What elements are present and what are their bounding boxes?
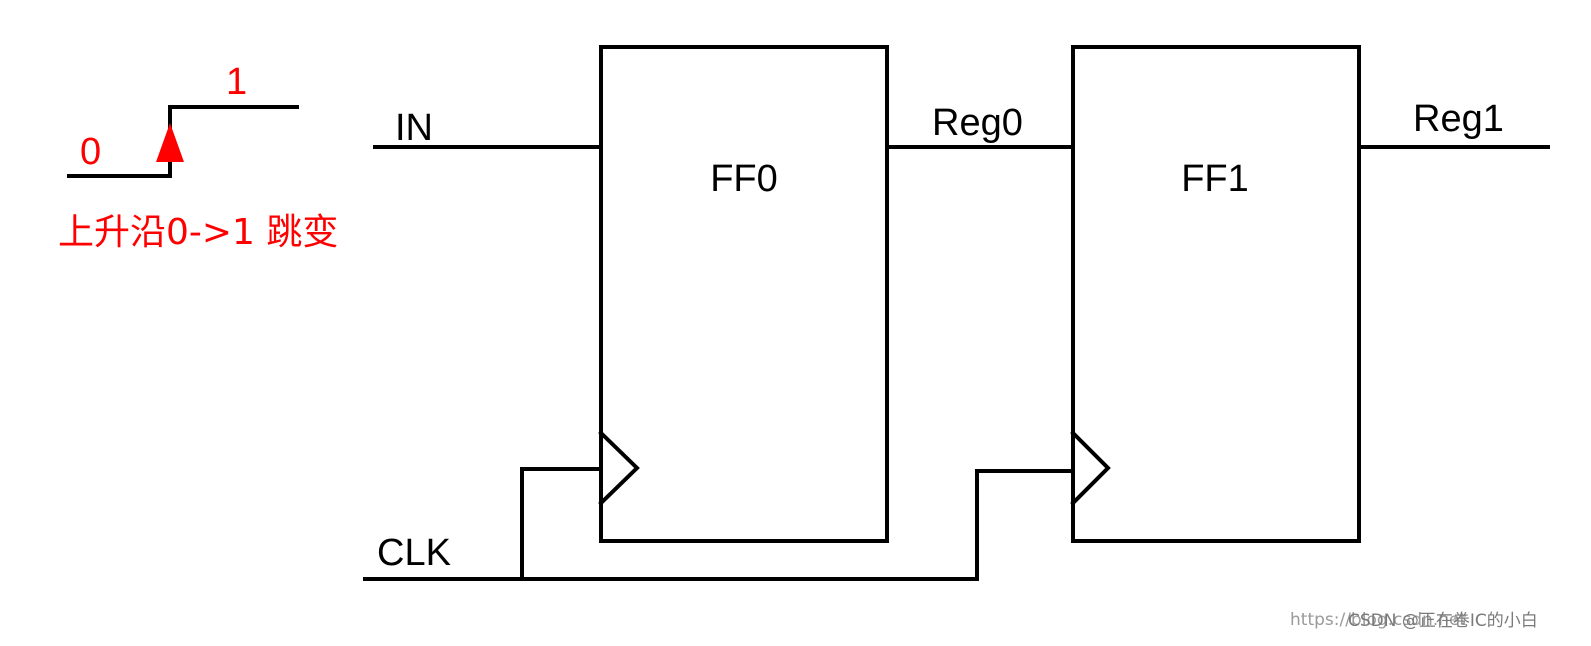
rising-edge-waveform [67,105,299,178]
rising-edge-legend: 0 1 上升沿0->1 跳变 [58,61,338,253]
clk-branch-ff0 [520,467,603,581]
watermark: https://blog.csdn.net CSDN @正在卷IC的小白 [1290,610,1538,631]
high-level-label: 1 [226,61,247,103]
watermark-brand: CSDN @正在卷IC的小白 [1348,611,1538,631]
in-signal-label: IN [395,107,433,149]
ff1-block: FF1 [1070,45,1361,543]
clk-branch-ff1 [975,469,1075,581]
ff1-box [1071,45,1361,543]
ff1-clock-triangle-icon [1070,430,1111,506]
ff0-block: FF0 [598,45,889,543]
ff0-box [599,45,889,543]
ff0-label: FF0 [710,158,778,200]
rising-edge-arrow-icon [156,123,184,162]
low-level-label: 0 [80,131,101,173]
ff1-label: FF1 [1181,158,1249,200]
ff0-clock-triangle-icon [598,430,640,506]
clk-signal-label: CLK [377,532,451,574]
clock-network: CLK [363,467,1075,581]
reg0-signal-label: Reg0 [932,102,1023,144]
rising-edge-caption: 上升沿0->1 跳变 [58,212,338,253]
watermark-url: https://blog.csdn.net [1290,610,1466,630]
reg1-signal-label: Reg1 [1413,98,1504,140]
